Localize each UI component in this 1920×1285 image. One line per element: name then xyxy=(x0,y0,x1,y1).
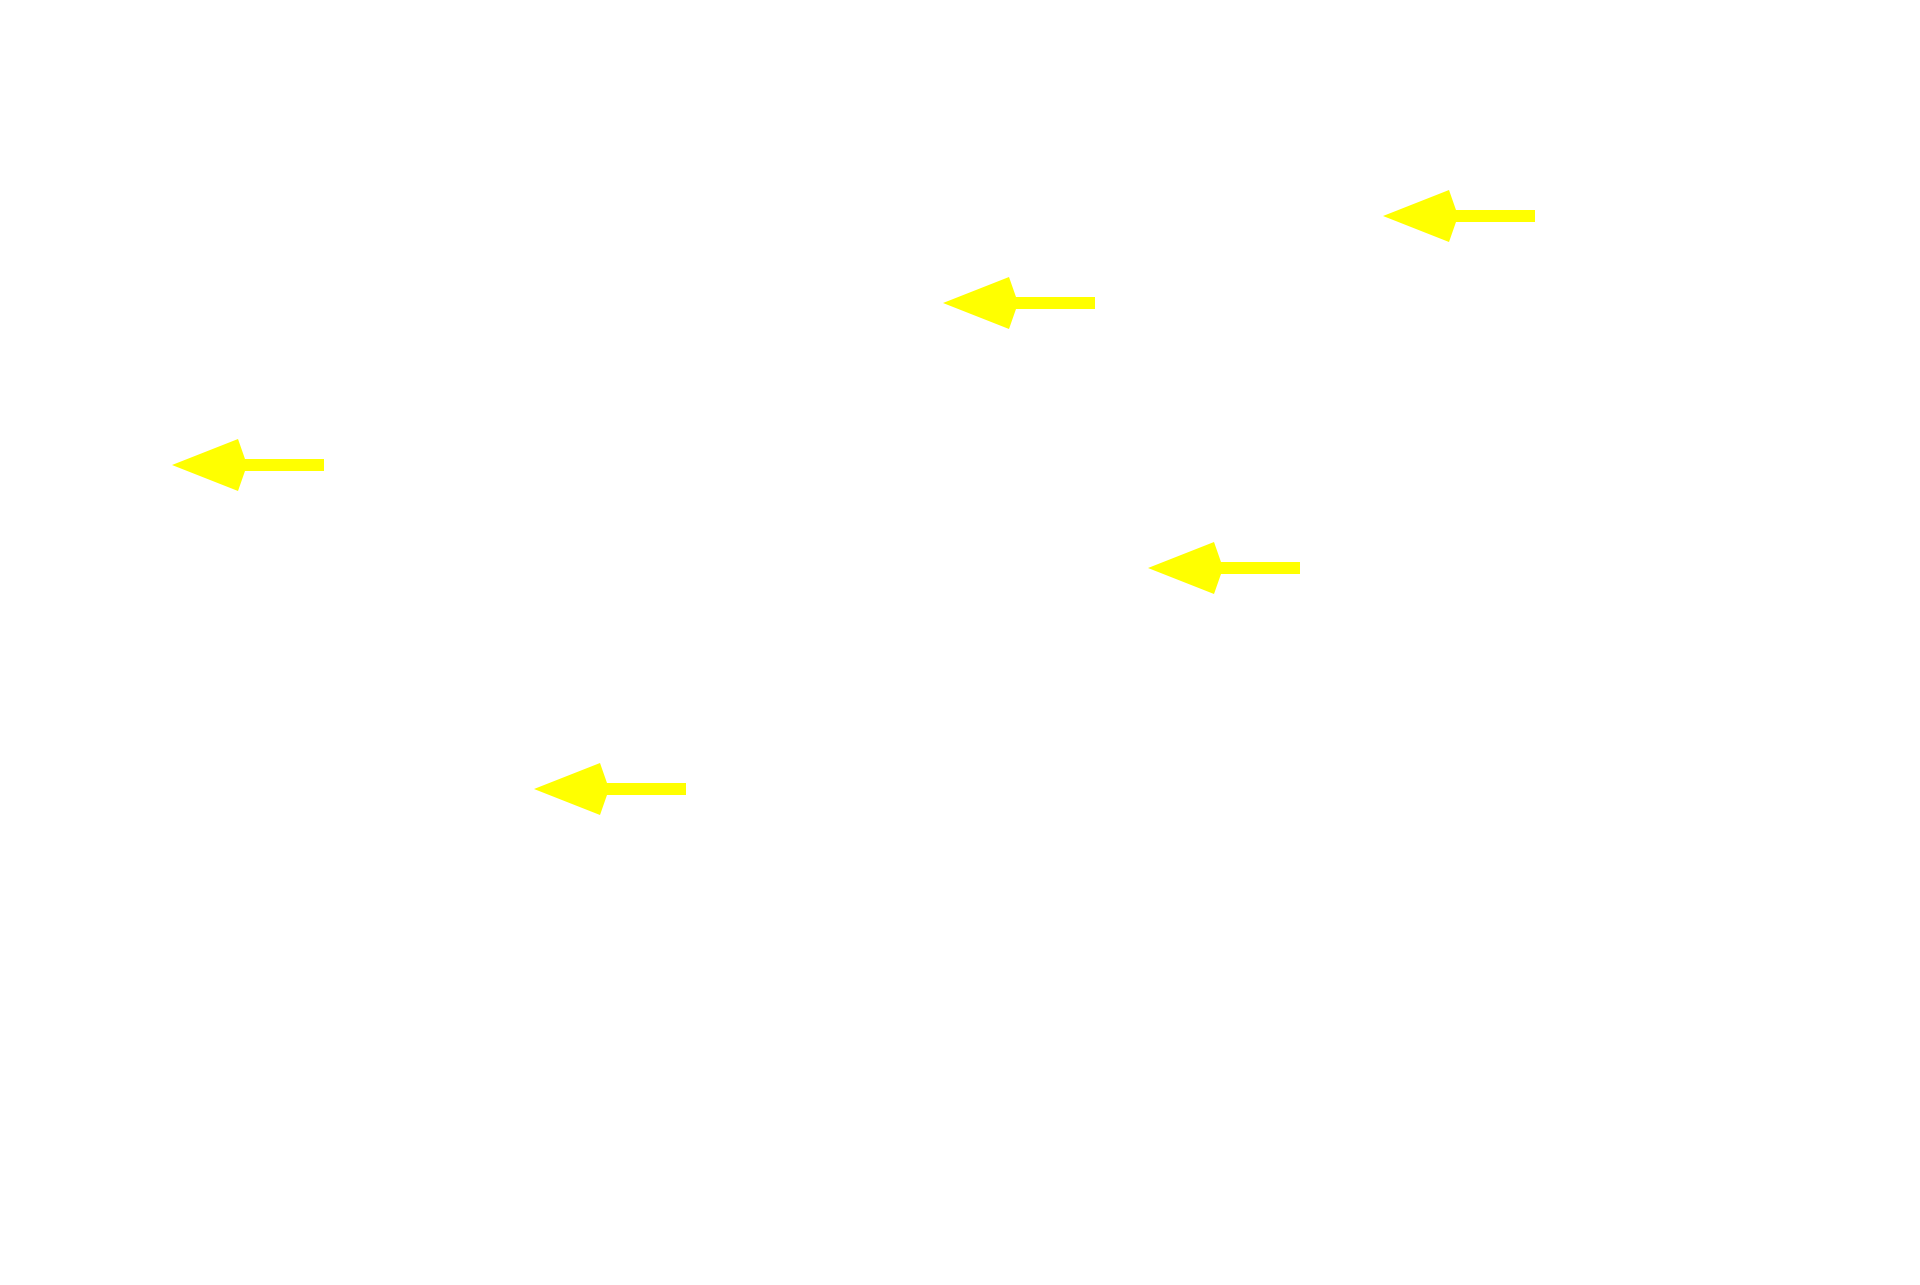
left-arrow-icon xyxy=(534,763,686,815)
left-arrow-icon xyxy=(172,439,324,491)
left-arrow-icon xyxy=(1148,542,1300,594)
left-arrow-icon xyxy=(1383,190,1535,242)
left-arrow-icon xyxy=(943,277,1095,329)
